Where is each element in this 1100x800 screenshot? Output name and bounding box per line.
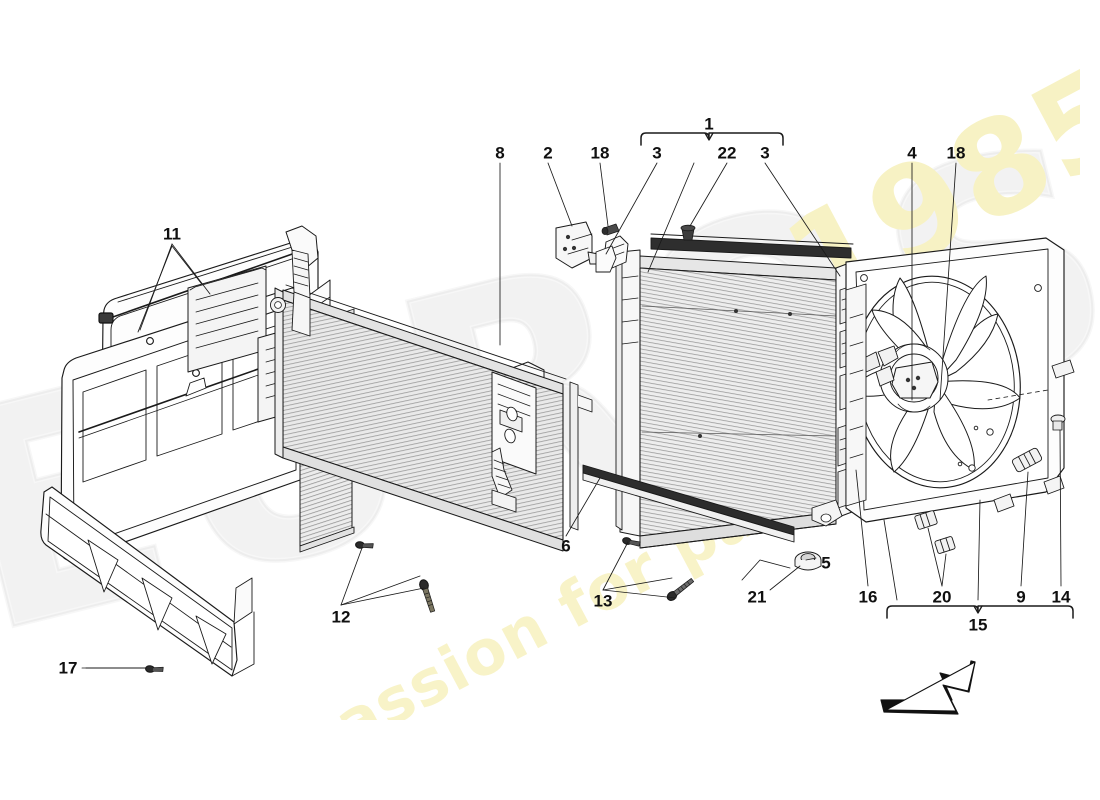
part-15-fan-shroud-assembly	[845, 237, 1075, 523]
part-13-screws	[621, 536, 695, 601]
part-air-duct-assembly	[40, 238, 331, 677]
part-2-bracket	[555, 221, 601, 269]
callout-6: 6	[561, 536, 571, 556]
callout-14: 14	[1051, 587, 1071, 607]
callout-5: 5	[821, 553, 831, 573]
direction-arrow	[880, 660, 976, 715]
watermark-tagline: a passion for parts since 1985	[225, 380, 975, 720]
part-18-screw-a	[601, 223, 620, 236]
part-8-condenser	[270, 225, 593, 552]
part-17-screw	[85, 664, 164, 675]
group-brackets	[640, 132, 1074, 619]
callout-2: 2	[543, 143, 553, 163]
callout-3-left: 3	[652, 143, 662, 163]
part-20-clips	[914, 510, 956, 554]
leaders-11	[137, 245, 209, 333]
callout-8: 8	[495, 143, 505, 163]
part-9-clip	[1011, 447, 1043, 473]
leader-lines	[81, 162, 1062, 669]
callout-15-group: 15	[968, 615, 988, 635]
callout-1-group: 1	[704, 114, 714, 134]
watermark-brand: .wmtext { font-family: "DejaVu Sans", sa…	[0, 18, 1100, 703]
callout-21: 21	[747, 587, 767, 607]
part-6-seal-strip	[582, 464, 795, 543]
callout-18-fan: 18	[946, 143, 966, 163]
svg-text:a passion for parts since 1985: a passion for parts since 1985	[225, 380, 975, 720]
callout-12: 12	[331, 607, 351, 627]
part-12-screws	[354, 540, 436, 613]
callout-18-upper: 18	[590, 143, 610, 163]
watermark-year: 1985	[762, 40, 1080, 343]
part-5-grommet	[794, 551, 822, 571]
part-14-bolt	[1050, 414, 1066, 431]
part-auxiliary-radiator	[187, 265, 355, 553]
callout-13: 13	[593, 591, 613, 611]
callout-4: 4	[907, 143, 917, 163]
part-1-radiator-assembly	[555, 221, 859, 549]
part-22-fastener	[680, 224, 696, 241]
callout-9: 9	[1016, 587, 1026, 607]
callout-20: 20	[932, 587, 952, 607]
callout-3-right: 3	[760, 143, 770, 163]
callout-22: 22	[717, 143, 737, 163]
callout-16: 16	[858, 587, 878, 607]
svg-text:1985: 1985	[762, 40, 1080, 343]
callout-11: 11	[163, 224, 181, 244]
callout-17: 17	[58, 658, 78, 678]
